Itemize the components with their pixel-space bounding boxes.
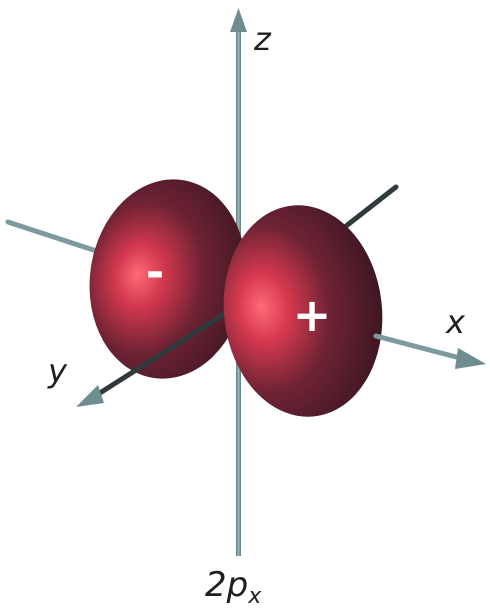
x-axis-front-segment (373, 333, 463, 361)
caption-main: 2p (205, 565, 248, 605)
left-lobe (89, 179, 247, 379)
y-axis-front (76, 299, 246, 407)
z-axis-label: z (253, 20, 272, 58)
z-arrowhead-icon (230, 8, 247, 32)
right-lobe (223, 205, 383, 417)
x-arrowhead-icon (455, 348, 486, 369)
caption-subscript: x (247, 584, 262, 609)
y-arrowhead-icon (76, 385, 104, 407)
y-axis-front-segment (89, 299, 246, 401)
x-axis-label: x (445, 303, 466, 341)
right-lobe-sign: + (293, 288, 332, 342)
left-lobe-sign: - (146, 247, 164, 298)
orbital-caption: 2px (205, 565, 262, 609)
y-axis-label: y (47, 352, 68, 390)
x-axis-front (373, 333, 486, 369)
